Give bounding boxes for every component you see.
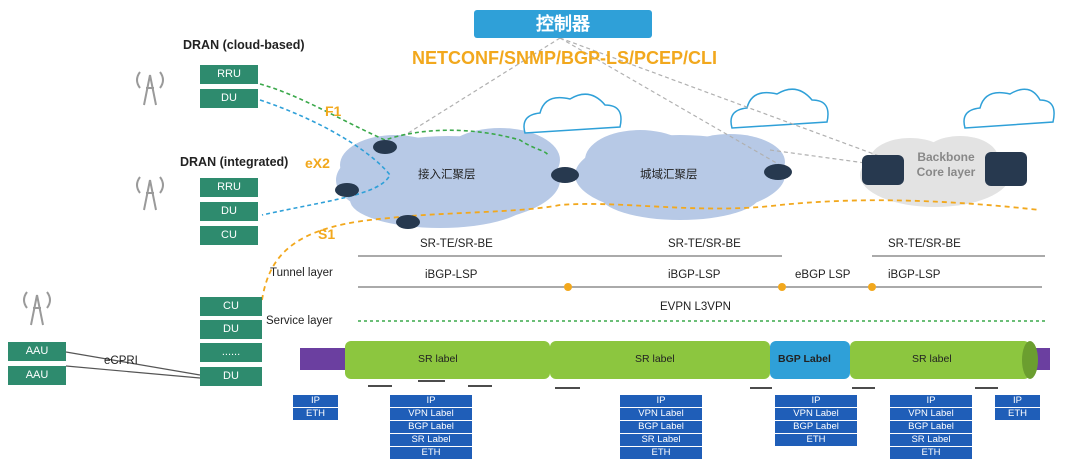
ex2-label: eX2 (305, 155, 330, 171)
stack-swap2-sr: SR Label (890, 434, 972, 446)
dran-cloud-du: DU (200, 89, 258, 108)
stack-bgp-bgp: BGP Label (775, 421, 857, 433)
sr-segment-3: SR-TE/SR-BE (888, 238, 961, 250)
stack-push-vpn: VPN Label (390, 408, 472, 420)
management-protocols: NETCONF/SNMP/BGP-LS/PCEP/CLI (412, 48, 718, 68)
stack-bgp-ip: IP (775, 395, 857, 407)
stack-swap2-vpn: VPN Label (890, 408, 972, 420)
stack-swap2-bgp: BGP Label (890, 421, 972, 433)
stack-last-eth: ETH (995, 408, 1040, 420)
aau-1: AAU (8, 342, 66, 361)
stack-push-bgp: BGP Label (390, 421, 472, 433)
stack-bgp-eth: ETH (775, 434, 857, 446)
tube-label-4: SR label (912, 353, 952, 365)
controller-box: 控制器 (474, 10, 652, 38)
cran-dots: ...... (200, 343, 262, 362)
stack-push-ip: IP (390, 395, 472, 407)
bgp-segment-1: iBGP-LSP (425, 269, 478, 281)
sr-segment-2: SR-TE/SR-BE (668, 238, 741, 250)
access-cloud-label: 接入汇聚层 (418, 169, 476, 181)
bgp-segment-3: eBGP LSP (795, 269, 851, 281)
stack-swap1-vpn: VPN Label (620, 408, 702, 420)
stack-push: IP VPN Label BGP Label SR Label ETH (390, 395, 472, 460)
stack-swap1-bgp: BGP Label (620, 421, 702, 433)
stack-swap1-sr: SR Label (620, 434, 702, 446)
metro-cloud-label: 城域汇聚层 (640, 169, 698, 181)
stack-push-eth: ETH (390, 447, 472, 459)
cran-cu: CU (200, 297, 262, 316)
stack-swap1-ip: IP (620, 395, 702, 407)
cran-du: DU (200, 320, 262, 339)
dran-int-rru: RRU (200, 178, 258, 197)
s1-label: S1 (318, 226, 336, 242)
stack-first-ip: IP (293, 395, 338, 407)
stack-bgp-vpn: VPN Label (775, 408, 857, 420)
f1-link (259, 83, 549, 156)
stack-swap1: IP VPN Label BGP Label SR Label ETH (620, 395, 702, 460)
bgp-segment-4: iBGP-LSP (888, 269, 941, 281)
f1-label: F1 (325, 103, 342, 119)
stack-swap2-ip: IP (890, 395, 972, 407)
dran-int-cu: CU (200, 226, 258, 245)
service-layer-label: Service layer (266, 315, 333, 327)
stack-first: IP ETH (293, 395, 338, 421)
tube-label-1: SR label (418, 353, 458, 365)
dran-cloud-rru: RRU (200, 65, 258, 84)
service-evpn-label: EVPN L3VPN (660, 301, 731, 313)
metro-aggregation-cloud (575, 130, 785, 220)
core-cloud-label: Backbone Core layer (916, 150, 976, 179)
stack-first-eth: ETH (293, 408, 338, 420)
router-icons (335, 140, 1027, 229)
stack-swap2: IP VPN Label BGP Label SR Label ETH (890, 395, 972, 460)
stack-push-sr: SR Label (390, 434, 472, 446)
stack-swap2-eth: ETH (890, 447, 972, 459)
label-tube (300, 341, 1050, 379)
tunnel-layer-label: Tunnel layer (270, 267, 333, 279)
stack-last: IP ETH (995, 395, 1040, 421)
bgp-segment-2: iBGP-LSP (668, 269, 721, 281)
dran-integrated-title: DRAN (integrated) (180, 155, 289, 169)
dc-cloud-2 (730, 88, 829, 129)
sr-segment-1: SR-TE/SR-BE (420, 238, 493, 250)
dc-cloud-1 (523, 93, 622, 134)
dran-int-du: DU (200, 202, 258, 221)
cran-du-2: DU (200, 367, 262, 386)
antenna-icons (23, 71, 164, 326)
stack-bgp: IP VPN Label BGP Label ETH (775, 395, 857, 447)
access-aggregation-cloud (336, 128, 560, 228)
tube-label-3: BGP Label (778, 353, 831, 365)
ecpri-label: eCPRI (104, 355, 138, 367)
stack-swap1-eth: ETH (620, 447, 702, 459)
dc-cloud-3 (963, 88, 1055, 129)
aau-2: AAU (8, 366, 66, 385)
dran-cloud-title: DRAN (cloud-based) (183, 38, 305, 52)
tube-label-2: SR label (635, 353, 675, 365)
stack-last-ip: IP (995, 395, 1040, 407)
